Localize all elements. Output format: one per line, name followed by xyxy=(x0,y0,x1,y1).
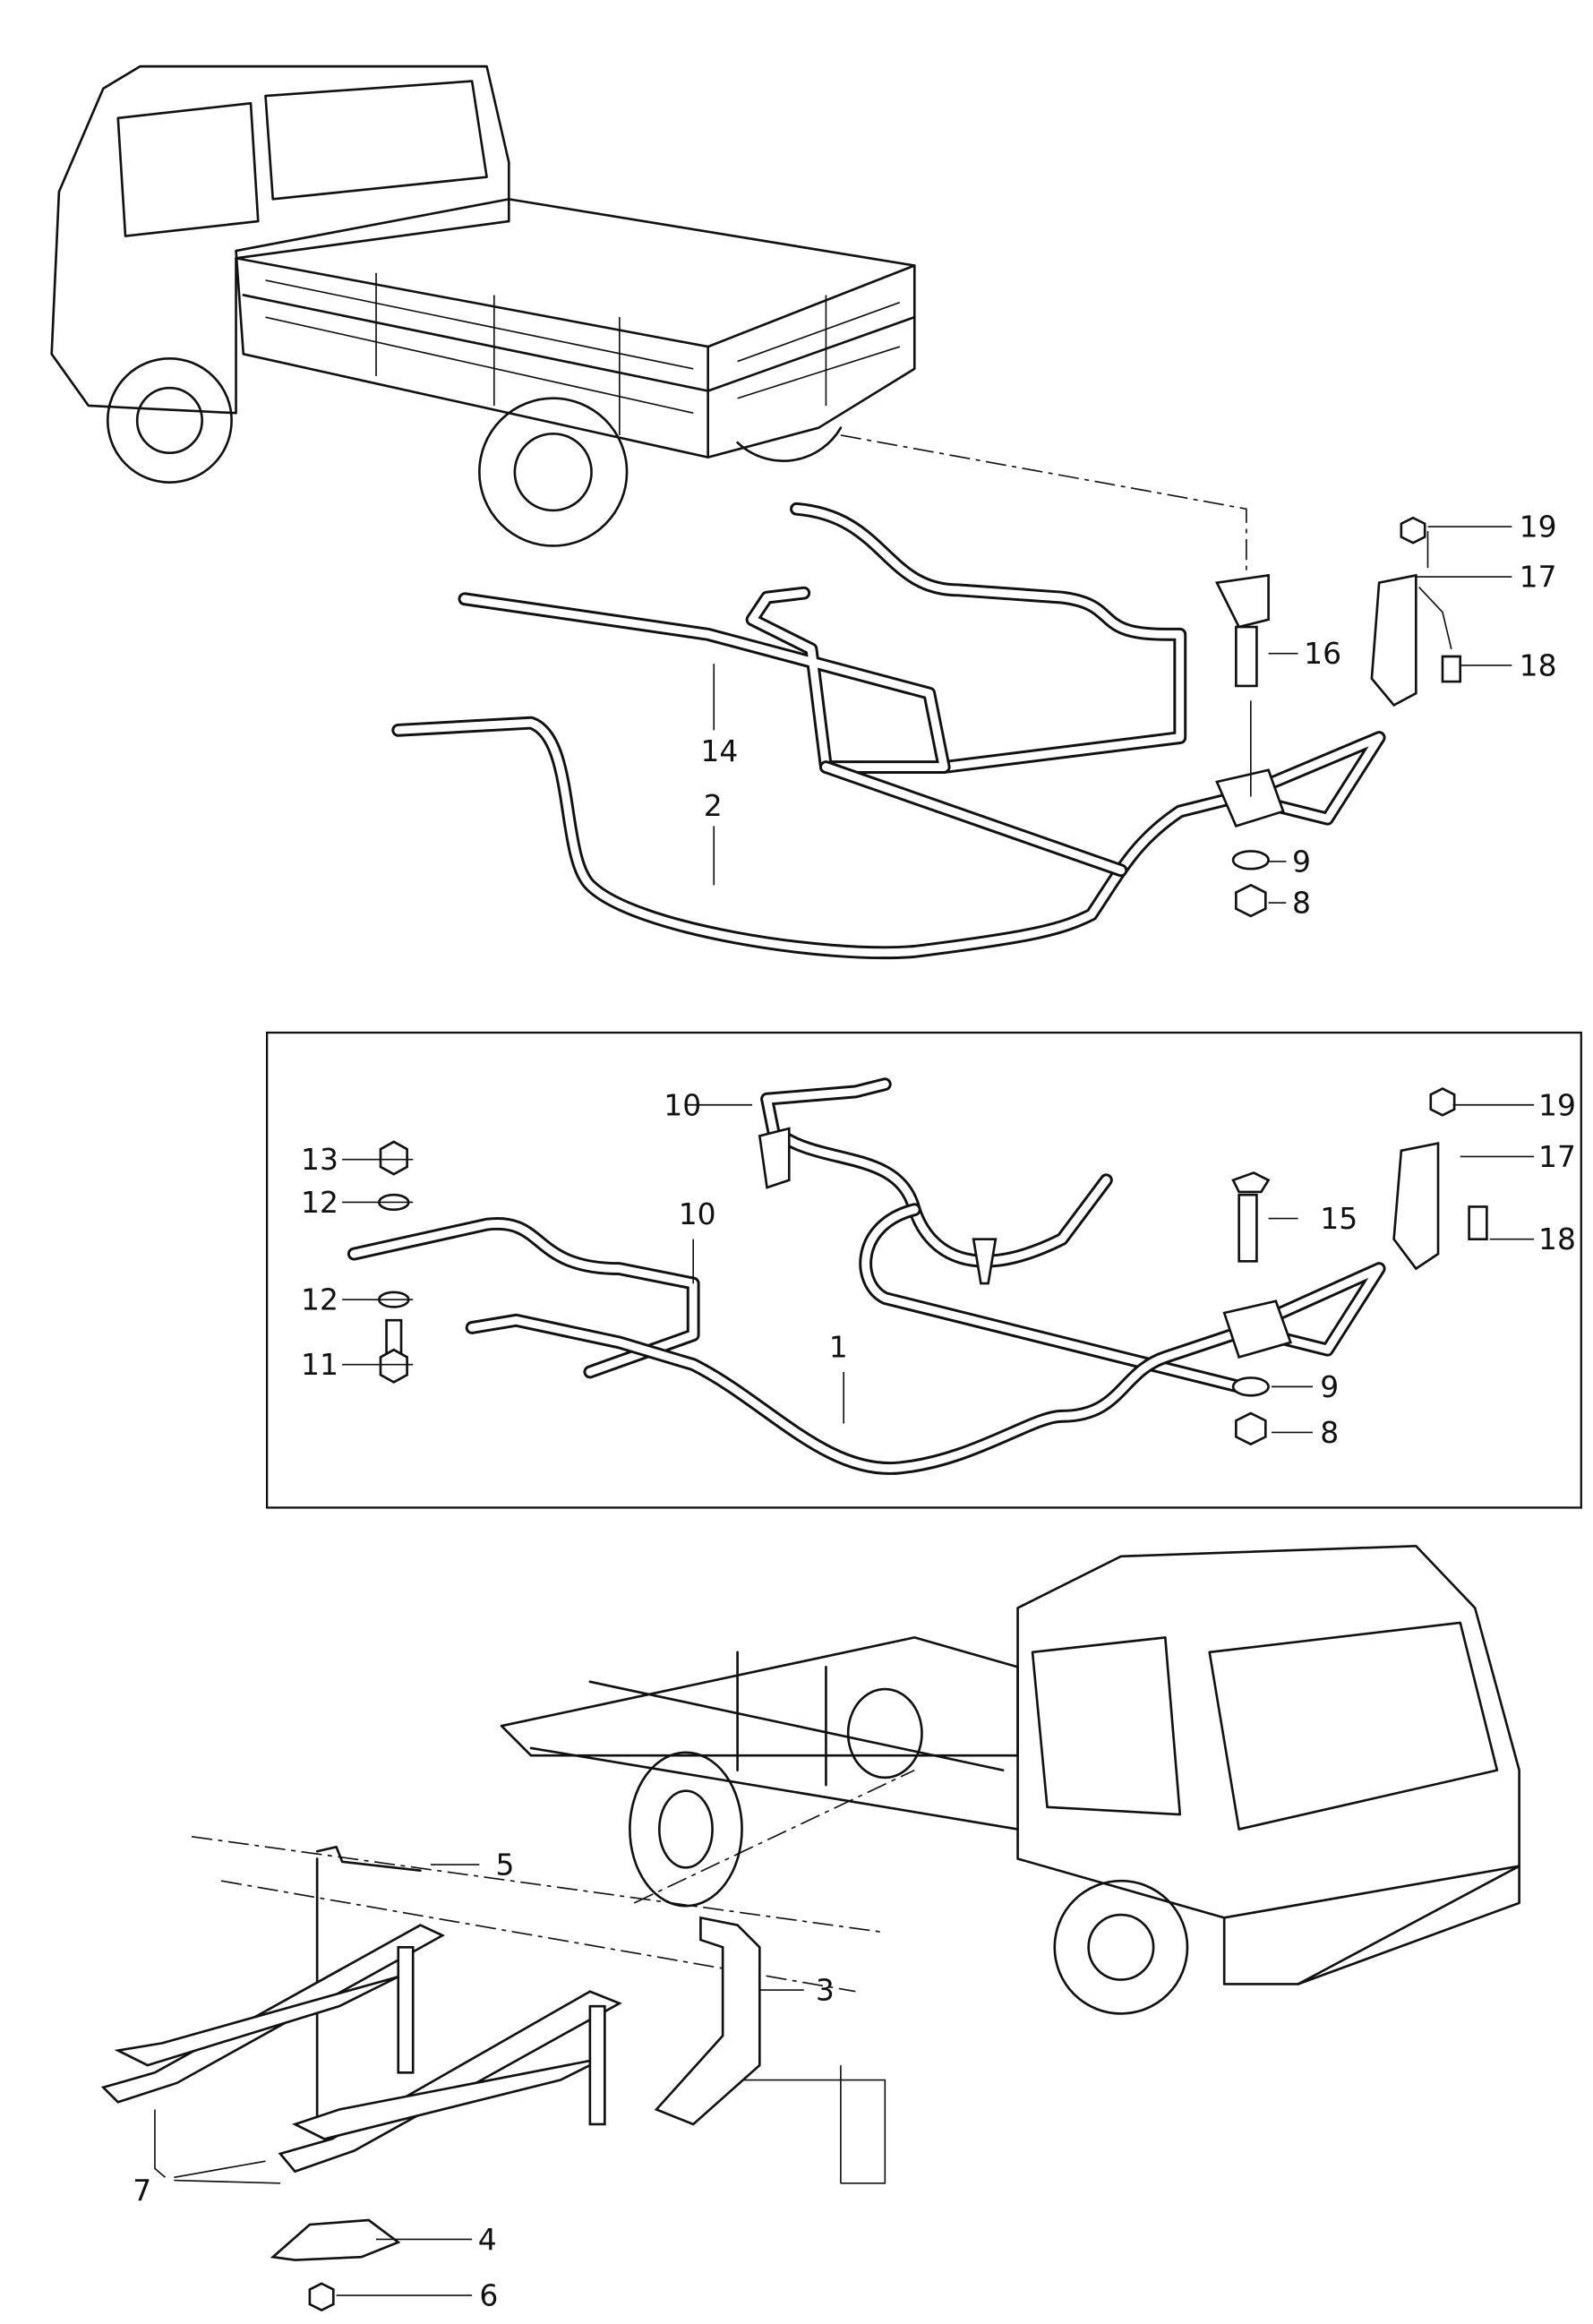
chassis-cab-truck-illustration xyxy=(500,1544,1520,2015)
inset-callout-17: 17 xyxy=(1538,1139,1576,1174)
top-callouts: 19 17 18 16 14 2 9 8 xyxy=(700,510,1556,921)
inset-callout-12-top: 12 xyxy=(301,1185,338,1220)
bottom-callouts: 5 3 7 4 6 xyxy=(133,1848,835,2313)
callout-5: 5 xyxy=(495,1848,514,1882)
callout-6: 6 xyxy=(479,2278,498,2313)
inset-callout-18: 18 xyxy=(1538,1222,1576,1256)
callout-3: 3 xyxy=(816,1973,835,2008)
callout-19: 19 xyxy=(1520,510,1557,545)
callout-7: 7 xyxy=(133,2174,151,2208)
inset-callout-10-mid: 10 xyxy=(679,1196,716,1231)
jack-assembly xyxy=(100,1769,915,2311)
top-leader-lines xyxy=(713,526,1512,904)
inset-callout-12-bottom: 12 xyxy=(301,1282,338,1317)
inset-callout-10-top: 10 xyxy=(664,1087,701,1122)
callout-18: 18 xyxy=(1520,647,1557,682)
callout-14: 14 xyxy=(700,733,738,768)
top-rod-assembly xyxy=(391,434,1462,960)
callout-9: 9 xyxy=(1292,844,1311,879)
inset-box: 10 13 12 10 15 19 17 18 12 11 1 9 8 xyxy=(265,1031,1582,1509)
inset-callout-9: 9 xyxy=(1320,1369,1339,1404)
inset-callout-8: 8 xyxy=(1320,1415,1339,1450)
inset-callout-11: 11 xyxy=(301,1347,338,1382)
callout-16: 16 xyxy=(1304,636,1341,671)
callout-8: 8 xyxy=(1292,886,1311,921)
pickup-truck-illustration xyxy=(50,64,916,547)
callout-17: 17 xyxy=(1520,560,1557,595)
callout-4: 4 xyxy=(478,2222,497,2257)
inset-callout-13: 13 xyxy=(301,1142,338,1177)
callout-2: 2 xyxy=(704,788,723,823)
inset-callout-19: 19 xyxy=(1538,1087,1576,1122)
inset-callout-1: 1 xyxy=(829,1329,848,1364)
inset-callout-15: 15 xyxy=(1320,1201,1357,1236)
